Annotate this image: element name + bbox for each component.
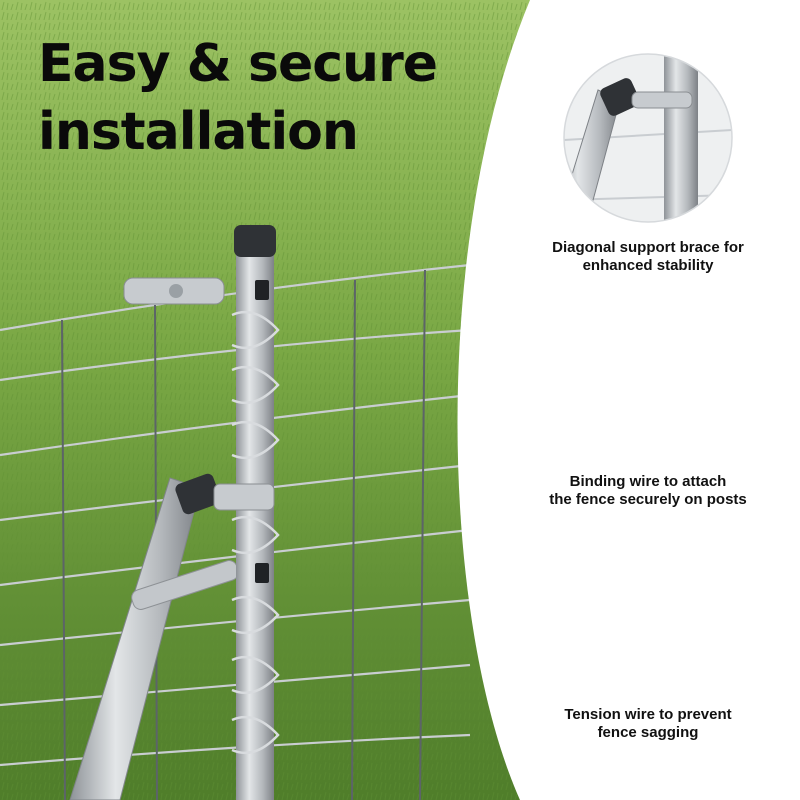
main-post — [123, 225, 280, 800]
callout-tension-line-1: Tension wire to prevent — [564, 706, 732, 723]
info-panel — [457, 0, 800, 800]
callout-brace-line-2: enhanced stability — [582, 257, 714, 274]
callout-tension-line-2: fence sagging — [597, 724, 699, 741]
callout-brace-line-1: Diagonal support brace for — [552, 239, 744, 256]
callout-brace: Diagonal support brace for enhanced stab… — [543, 239, 753, 275]
callout-tension: Tension wire to prevent fence sagging — [543, 706, 753, 742]
callout-binding: Binding wire to attach the fence securel… — [543, 473, 753, 509]
headline-line-2: installation — [38, 102, 359, 162]
headline-line-1: Easy & secure — [38, 34, 438, 94]
callout-binding-line-2: the fence securely on posts — [549, 491, 747, 508]
headline: Easy & secure installation — [38, 30, 438, 166]
callout-binding-line-1: Binding wire to attach — [569, 473, 727, 490]
